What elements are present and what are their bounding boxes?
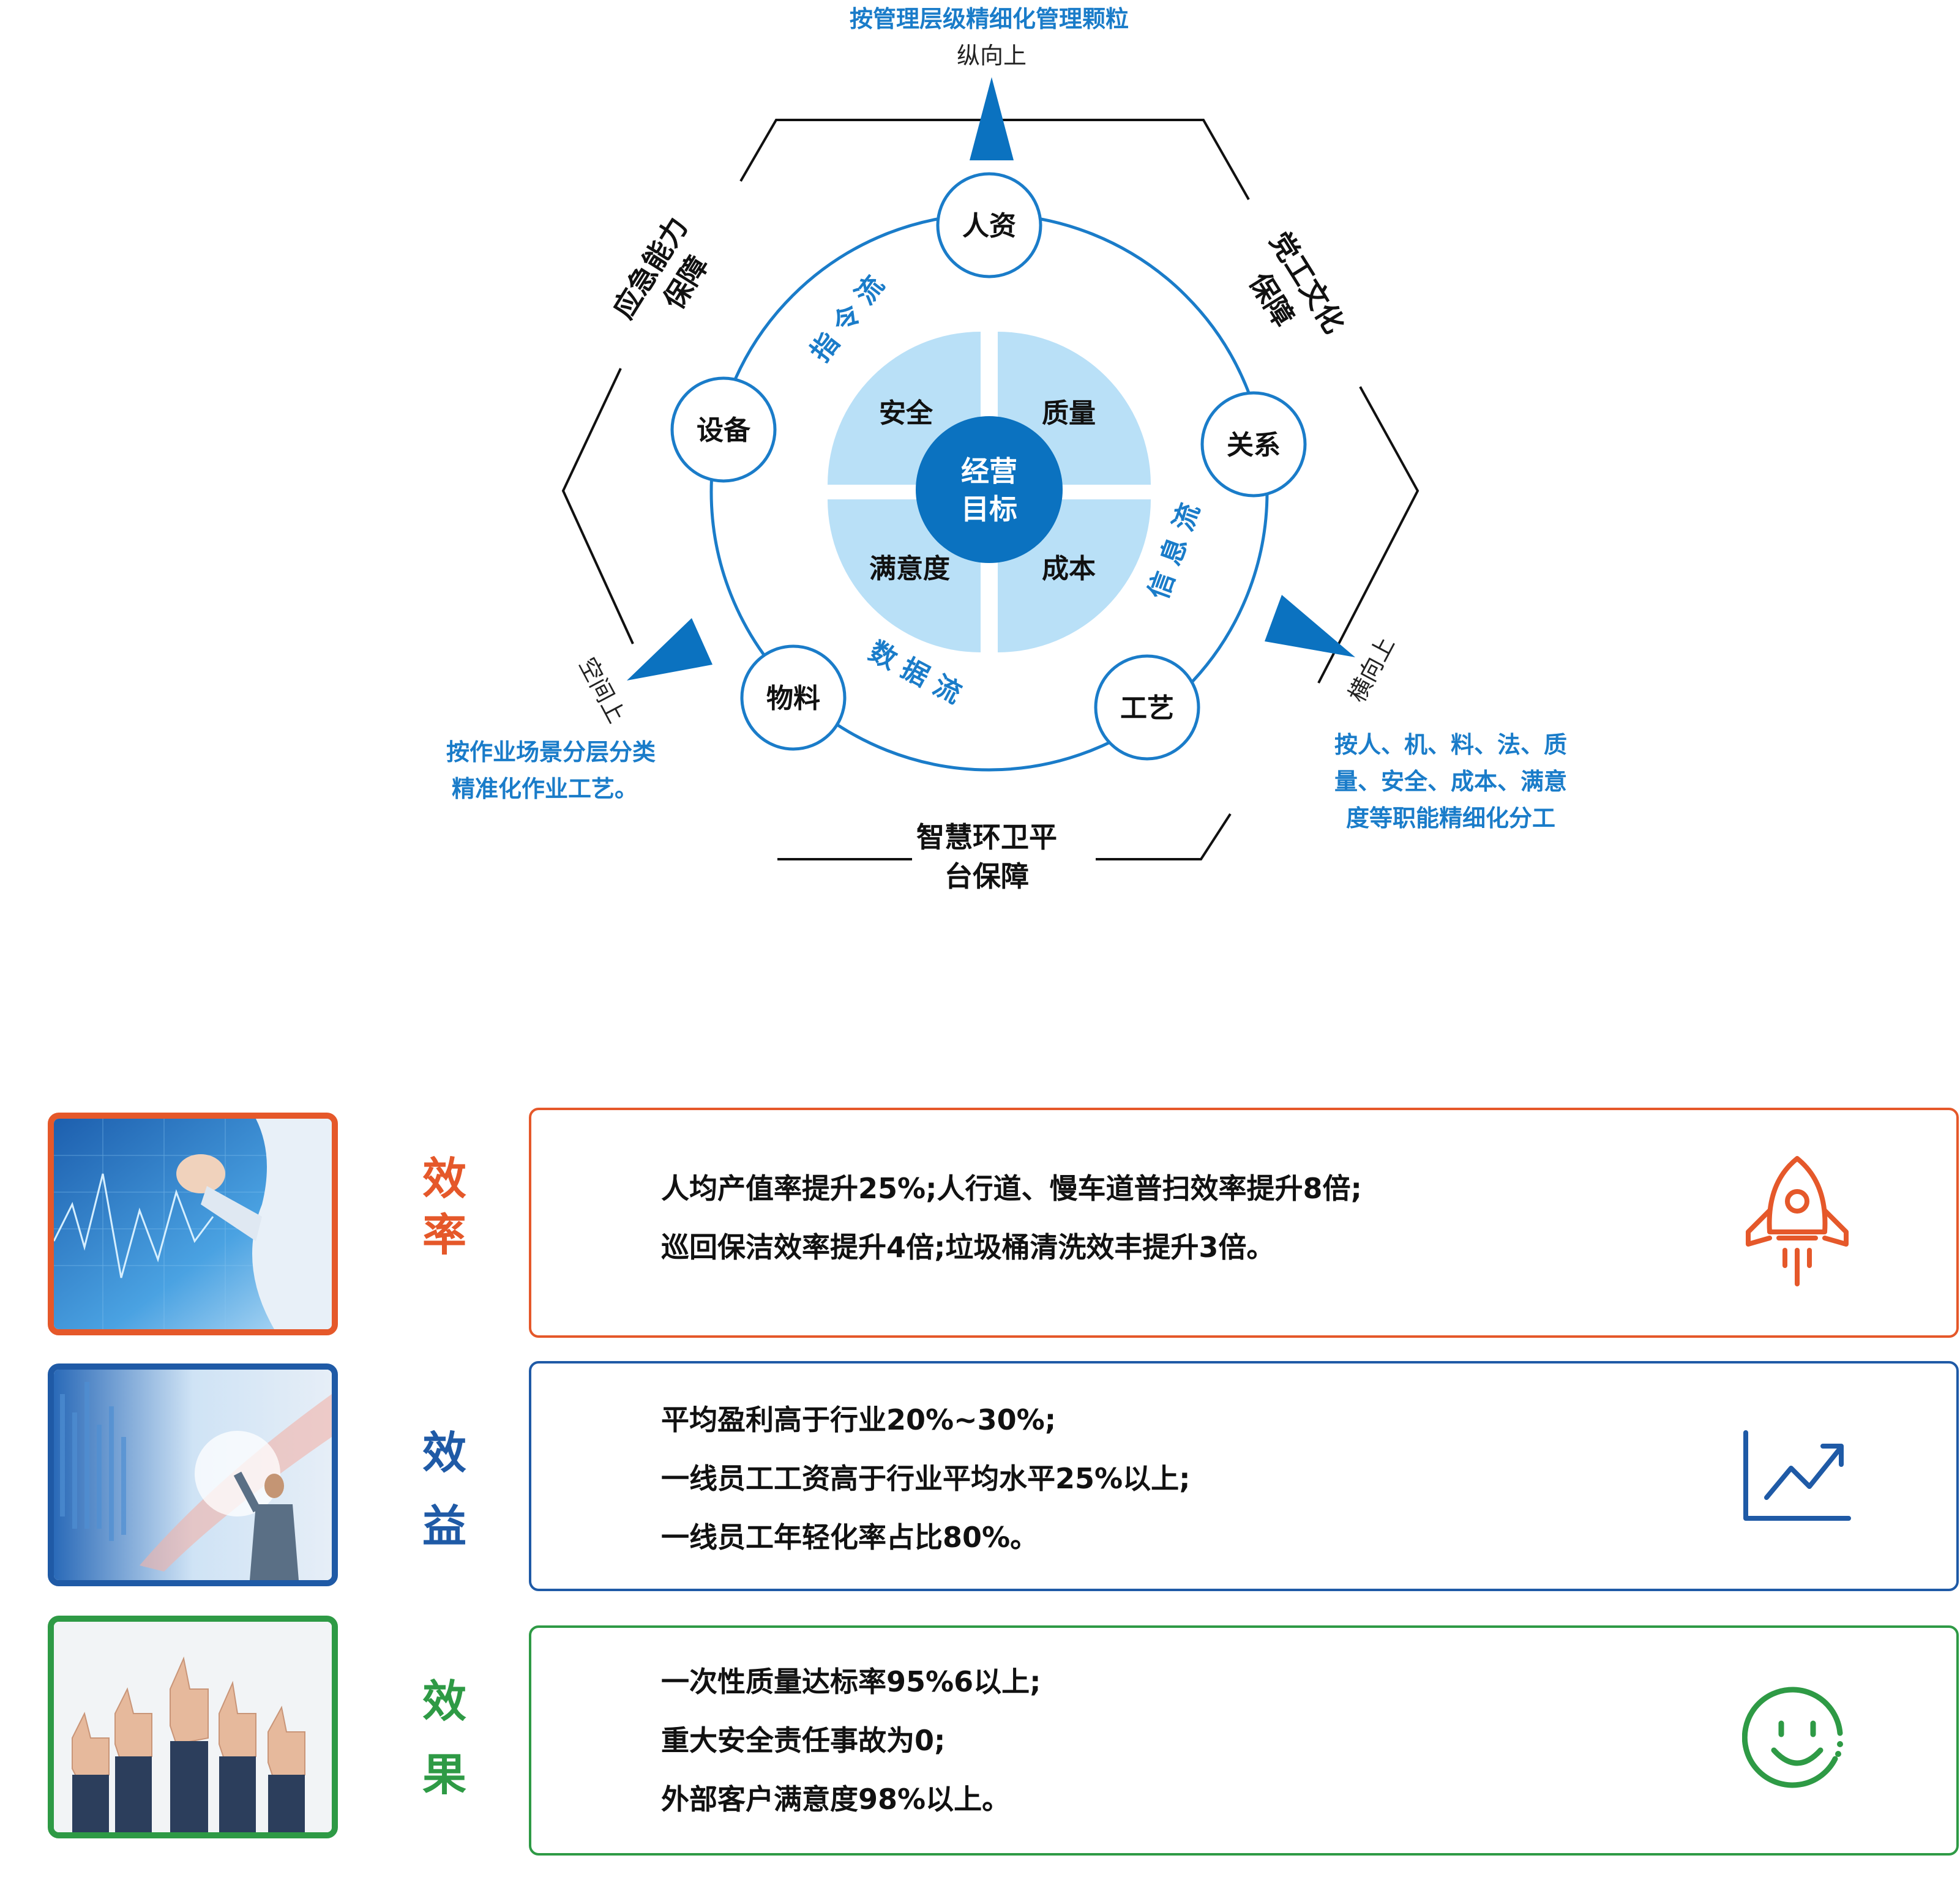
left-note-line-1: 按作业场景分层分类 <box>446 739 656 766</box>
right-arrow-icon <box>1265 595 1355 657</box>
node-craft-label: 工艺 <box>1120 693 1174 724</box>
node-hr-label: 人资 <box>962 211 1016 242</box>
center-circle <box>916 416 1063 563</box>
efficiency-label-char-2: 率 <box>422 1209 467 1261</box>
efficiency-label-char-1: 效 <box>422 1153 467 1204</box>
right-note-line-2: 量、安全、成本、满意 <box>1334 768 1567 795</box>
node-relation-label: 关系 <box>1227 430 1281 461</box>
left-arrow-icon <box>627 618 713 681</box>
node-relation: 关系 <box>1200 391 1307 498</box>
quadrant-satisfaction: 满意度 <box>869 553 950 584</box>
node-material-label: 物料 <box>766 683 820 714</box>
effect-photo <box>48 1616 338 1838</box>
quadrant-safety: 安全 <box>879 398 933 429</box>
hex-bottom-line-2: 台保障 <box>944 860 1029 893</box>
benefit-line-3: 一线员工年轻化率占比80%。 <box>661 1521 1039 1554</box>
flow-command: 指 令 流 <box>804 270 890 368</box>
node-craft: 工艺 <box>1094 654 1200 761</box>
efficiency-photo <box>48 1113 338 1335</box>
center-text-line-1: 经营 <box>961 455 1017 488</box>
effect-label-char-2: 果 <box>422 1749 467 1800</box>
smiley-icon <box>1742 1687 1843 1788</box>
benefit-line-1: 平均盈利高于行业20%~30%; <box>661 1403 1057 1436</box>
effect-line-2: 重大安全责任事故为0; <box>661 1724 946 1757</box>
result-effect: 效 果 一次性质量达标率95%6以上; 重大安全责任事故为0; 外部客户满意度9… <box>0 1616 1960 1860</box>
benefit-label-char-2: 益 <box>422 1501 467 1552</box>
benefit-label-char-1: 效 <box>422 1427 467 1479</box>
efficiency-line-1: 人均产值率提升25%;人行道、慢车道普扫效率提升8倍; <box>661 1172 1362 1205</box>
quadrant-quality: 质量 <box>1042 398 1096 429</box>
benefit-photo <box>48 1363 338 1586</box>
right-note-line-3: 度等职能精细化分工 <box>1346 805 1555 832</box>
right-note-line-1: 按人、机、料、法、质 <box>1334 731 1567 758</box>
quadrant-cost: 成本 <box>1042 553 1096 584</box>
hex-bottom-line-1: 智慧环卫平 <box>916 821 1057 854</box>
trend-chart-icon <box>1743 1430 1851 1521</box>
node-equipment-label: 设备 <box>697 415 751 446</box>
efficiency-card: 人均产值率提升25%;人行道、慢车道普扫效率提升8倍; 巡回保洁效率提升4倍;垃… <box>529 1108 1959 1338</box>
center-text-line-2: 目标 <box>961 493 1017 526</box>
effect-label: 效 果 <box>422 1665 466 1811</box>
benefit-lines: 平均盈利高于行业20%~30%; 一线员工工资高于行业平均水平25%以上; 一线… <box>661 1390 1191 1567</box>
efficiency-line-2: 巡回保洁效率提升4倍;垃圾桶清洗效丰提升3倍。 <box>661 1231 1275 1264</box>
effect-card: 一次性质量达标率95%6以上; 重大安全责任事故为0; 外部客户满意度98%以上… <box>529 1625 1959 1856</box>
left-note-line-2: 精准化作业工艺。 <box>452 775 638 802</box>
effect-label-char-1: 效 <box>422 1676 467 1727</box>
effect-line-3: 外部客户满意度98%以上。 <box>661 1783 1011 1816</box>
result-benefit: 效 益 平均盈利高于行业20%~30%; 一线员工工资高于行业平均水平25%以上… <box>0 1361 1960 1594</box>
node-equipment: 设备 <box>670 376 777 483</box>
management-diagram: 经营 目标 安全 质量 满意度 成本 人资 设备 关系 物料 工艺 指 令 流 … <box>446 6 1567 893</box>
top-arrow-label: 纵向上 <box>957 42 1027 69</box>
effect-lines: 一次性质量达标率95%6以上; 重大安全责任事故为0; 外部客户满意度98%以上… <box>661 1652 1041 1829</box>
benefit-line-2: 一线员工工资高于行业平均水平25%以上; <box>661 1462 1191 1495</box>
top-arrow-icon <box>970 77 1014 160</box>
rocket-icon <box>1746 1156 1849 1286</box>
efficiency-label: 效 率 <box>422 1151 466 1263</box>
flow-info: 信 息 流 <box>1143 499 1206 603</box>
node-material: 物料 <box>740 644 847 751</box>
effect-line-1: 一次性质量达标率95%6以上; <box>661 1665 1041 1698</box>
left-arrow-label: 空间上 <box>574 653 630 727</box>
benefit-label: 效 益 <box>422 1416 466 1563</box>
node-hr: 人资 <box>936 172 1042 278</box>
efficiency-lines: 人均产值率提升25%;人行道、慢车道普扫效率提升8倍; 巡回保洁效率提升4倍;垃… <box>661 1159 1362 1277</box>
top-note: 按管理层级精细化管理颗粒 <box>850 6 1129 32</box>
result-efficiency: 效 率 人均产值率提升25%;人行道、慢车道普扫效率提升8倍; 巡回保洁效率提升… <box>0 1108 1960 1340</box>
right-arrow-label: 横向上 <box>1343 632 1399 706</box>
benefit-card: 平均盈利高于行业20%~30%; 一线员工工资高于行业平均水平25%以上; 一线… <box>529 1361 1959 1591</box>
